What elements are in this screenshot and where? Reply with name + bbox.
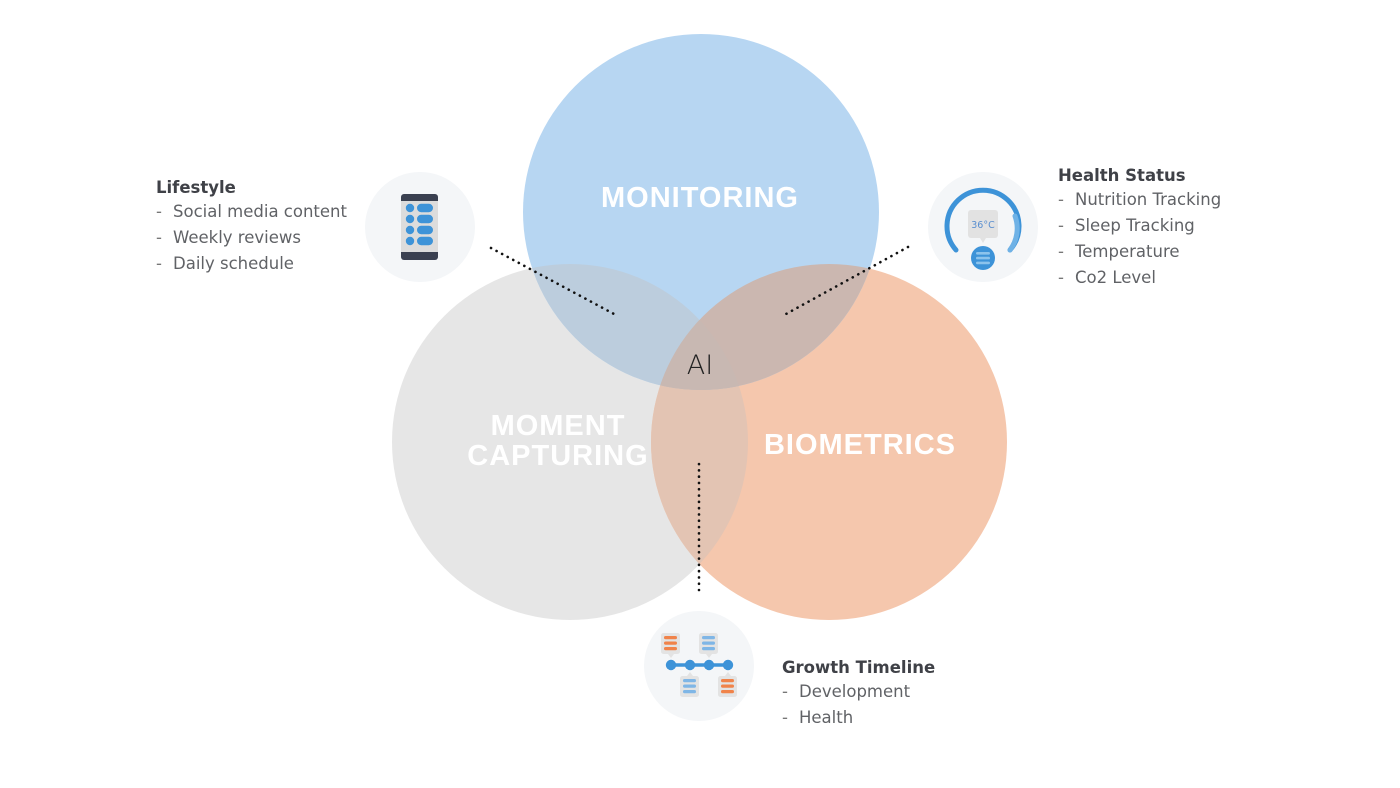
callout-health-status-title: Health Status [1058,166,1186,185]
smartphone-list-icon [401,194,438,260]
list-item: -Co2 Level [1058,268,1156,287]
label-ai: AI [687,350,713,381]
callout-growth-timeline: Growth Timeline -Development -Health [782,658,935,731]
list-item: -Weekly reviews [156,228,301,247]
overlap-monitoring-biometrics [651,264,879,390]
label-capturing: CAPTURING [467,440,648,472]
connector-health-status [784,245,910,316]
list-item: -Development [782,682,911,701]
label-biometrics: BIOMETRICS [764,429,956,461]
list-item: -Health [782,708,854,727]
list-item: -Temperature [1058,242,1180,261]
list-item: -Sleep Tracking [1058,216,1195,235]
overlap-monitoring-moment [523,264,748,390]
callout-growth-timeline-title: Growth Timeline [782,658,936,677]
list-item: -Social media content [156,202,347,221]
callout-lifestyle: Lifestyle -Social media content -Weekly … [156,178,347,277]
timeline-icon [661,633,737,697]
lifestyle-icon-badge [365,172,475,282]
growth-timeline-icon-badge [644,611,754,721]
label-moment: MOMENT [491,410,626,442]
label-monitoring: MONITORING [601,182,799,214]
callout-lifestyle-title: Lifestyle [156,178,236,197]
list-item: -Daily schedule [156,254,294,273]
list-item: -Nutrition Tracking [1058,190,1222,209]
thermometer-gauge-icon: 36°C [944,187,1022,270]
callout-health-status: Health Status -Nutrition Tracking -Sleep… [1058,166,1221,291]
connector-lifestyle [489,246,616,316]
health-status-icon-badge: 36°C [928,172,1038,282]
temperature-readout: 36°C [971,220,995,231]
